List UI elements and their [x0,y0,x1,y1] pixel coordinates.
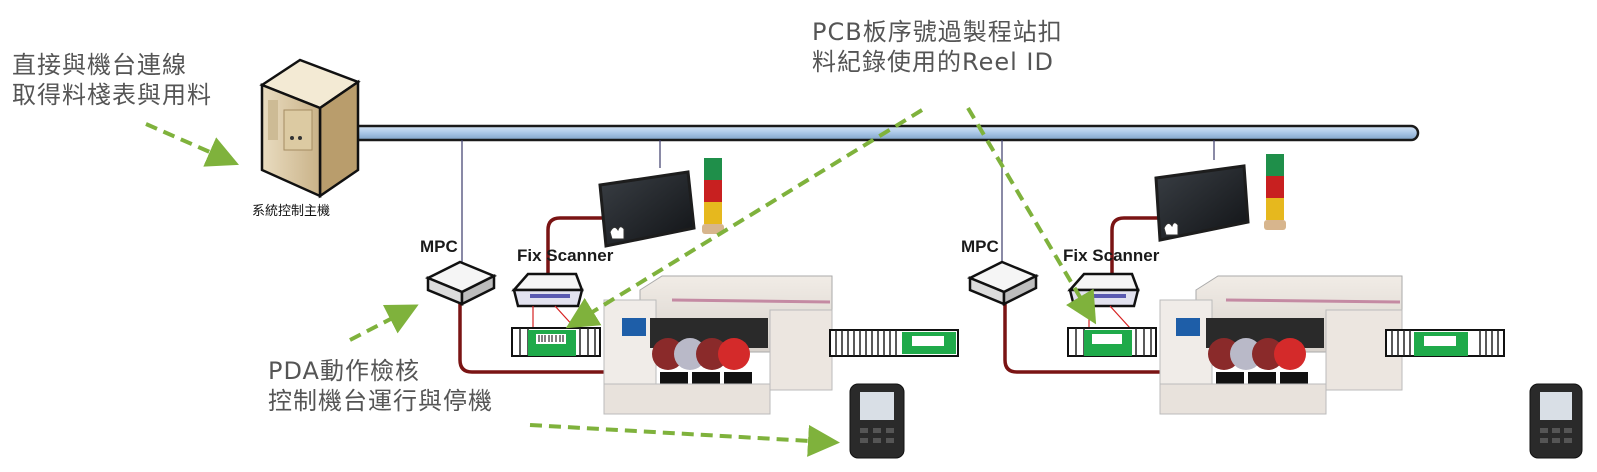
cable-mpc-machine [1003,300,1160,374]
conveyor-out [1385,329,1505,357]
annotation-arrows [145,106,1097,457]
signal-tower-icon [702,158,724,234]
signal-tower-icon [1264,154,1286,230]
smt-machine-icon [603,275,833,415]
station-1 [424,158,959,459]
station-2 [966,154,1583,459]
cable-scanner-monitor [1110,216,1158,278]
reel-annotation: PCB板序號過製程站扣 料紀錄使用的Reel ID [812,17,1063,77]
conveyor-out [829,329,959,357]
mpc-label-1: MPC [420,237,458,256]
reel-annotation-line-1: PCB板序號過製程站扣 [812,18,1063,46]
fix-scanner-icon [1067,272,1140,330]
touch-monitor-icon [598,170,696,248]
scanner-label-2: Fix Scanner [1063,246,1160,265]
mpc-label-2: MPC [961,237,999,256]
server-annotation-line-2: 取得料棧表與用料 [12,81,212,109]
bus-drop-lines [461,140,1215,265]
barcode-label [912,336,944,346]
reel-annotation-line-2: 料紀錄使用的Reel ID [812,48,1054,76]
arrow-to-mpc [349,304,419,342]
pda-device-icon [1529,383,1583,459]
hand-cursor-icon [609,226,625,240]
barcode-label [536,334,566,344]
server-icon [259,58,361,199]
arrow-to-scanner-1 [565,108,924,329]
conveyor-in [1067,327,1157,357]
mpc-device-icon [966,260,1040,307]
pda-annotation: PDA動作檢核 控制機台運行與停機 [268,356,493,416]
server-annotation: 直接與機台連線 取得料棧表與用料 [12,50,212,110]
barcode-label [1092,334,1122,344]
server-caption: 系統控制主機 [252,204,331,219]
arrow-to-scanner-2 [966,106,1097,325]
scanner-label-1: Fix Scanner [517,246,614,265]
barcode-label [1424,336,1456,346]
fix-scanner-icon [511,272,584,330]
server-annotation-line-1: 直接與機台連線 [12,51,187,79]
mpc-device-icon [424,260,498,307]
arrow-to-pda [529,423,840,457]
hand-cursor-icon [1163,222,1179,236]
smt-machine-icon [1159,275,1403,415]
pda-annotation-line-2: 控制機台運行與停機 [268,387,493,415]
cable-scanner-monitor [546,216,605,278]
conveyor-in [511,327,601,357]
touch-monitor-icon [1154,164,1250,242]
cable-mpc-machine [458,300,605,374]
pda-annotation-line-1: PDA動作檢核 [268,357,420,385]
arrow-to-server [145,122,239,167]
pda-device-icon [849,383,905,459]
